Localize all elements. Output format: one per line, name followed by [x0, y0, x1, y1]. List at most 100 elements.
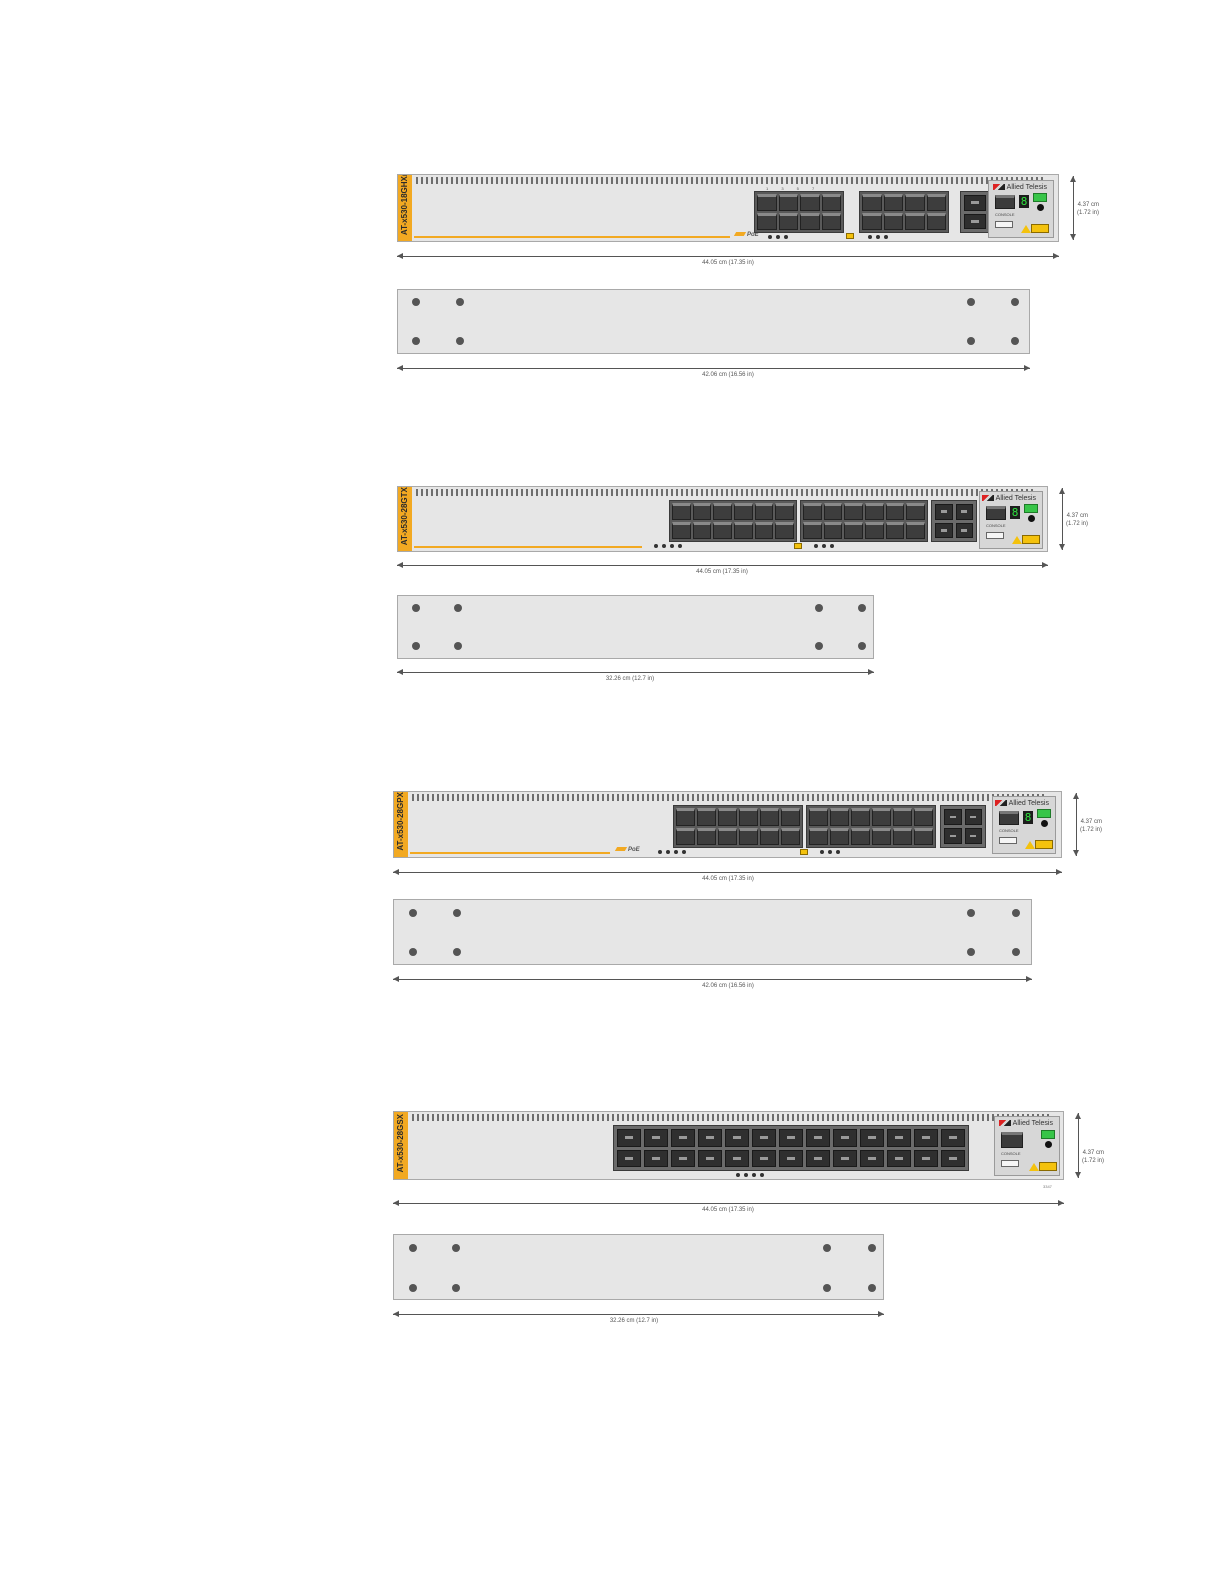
sfp-port[interactable] [964, 828, 982, 844]
reset-button[interactable] [1028, 515, 1035, 522]
rj45-port[interactable] [739, 827, 758, 845]
sfp-port[interactable] [914, 1129, 938, 1147]
rj45-port[interactable] [739, 808, 758, 826]
rj45-port[interactable] [862, 213, 882, 230]
sfp-port[interactable] [914, 1149, 938, 1167]
rj45-port[interactable] [775, 522, 794, 539]
rj45-port[interactable] [803, 503, 822, 520]
sfp-port[interactable] [671, 1129, 695, 1147]
rj45-port[interactable] [692, 503, 712, 520]
rj45-port[interactable] [800, 213, 820, 230]
rj45-port[interactable] [821, 213, 841, 230]
sfp-port[interactable] [671, 1149, 695, 1167]
rj45-port[interactable] [823, 503, 843, 520]
rj45-port[interactable] [676, 827, 695, 845]
rj45-port[interactable] [672, 503, 691, 520]
sfp-port[interactable] [752, 1129, 776, 1147]
sfp-port[interactable] [779, 1149, 803, 1167]
rj45-port[interactable] [697, 827, 716, 845]
usb-port[interactable] [999, 837, 1017, 844]
rj45-port[interactable] [885, 522, 905, 539]
rj45-port[interactable] [914, 808, 933, 826]
rj45-port[interactable] [844, 522, 863, 539]
sfp-port[interactable] [860, 1129, 884, 1147]
sfp-port[interactable] [944, 809, 962, 825]
rj45-port[interactable] [692, 522, 712, 539]
rj45-port[interactable] [883, 213, 903, 230]
sfp-port[interactable] [964, 213, 986, 229]
sfp-port[interactable] [941, 1149, 965, 1167]
usb-port[interactable] [995, 221, 1013, 228]
rj45-port[interactable] [823, 522, 843, 539]
rj45-port[interactable] [781, 827, 800, 845]
rj45-port[interactable] [803, 522, 822, 539]
sfp-port[interactable] [887, 1149, 911, 1167]
rj45-port[interactable] [718, 808, 737, 826]
rj45-port[interactable] [844, 503, 863, 520]
rj45-port[interactable] [733, 522, 753, 539]
rj45-port[interactable] [872, 827, 891, 845]
rj45-port[interactable] [713, 503, 732, 520]
sfp-port[interactable] [955, 522, 973, 538]
rj45-port[interactable] [864, 503, 884, 520]
rj45-port[interactable] [713, 522, 732, 539]
rj45-port[interactable] [775, 503, 794, 520]
console-port[interactable] [1001, 1132, 1023, 1148]
sfp-port[interactable] [833, 1129, 857, 1147]
sfp-port[interactable] [752, 1149, 776, 1167]
sfp-port[interactable] [617, 1129, 641, 1147]
rj45-port[interactable] [864, 522, 884, 539]
sfp-port[interactable] [779, 1129, 803, 1147]
usb-port[interactable] [986, 532, 1004, 539]
sfp-port[interactable] [964, 195, 986, 211]
rj45-port[interactable] [851, 808, 870, 826]
console-port[interactable] [995, 195, 1015, 209]
sfp-port[interactable] [887, 1129, 911, 1147]
rj45-port[interactable] [893, 827, 912, 845]
rj45-port[interactable] [905, 213, 925, 230]
sfp-port[interactable] [806, 1149, 830, 1167]
sfp-port[interactable] [935, 522, 953, 538]
sfp-port[interactable] [617, 1149, 641, 1167]
reset-button[interactable] [1037, 204, 1044, 211]
sfp-port[interactable] [833, 1149, 857, 1167]
rj45-port[interactable] [760, 808, 779, 826]
rj45-port[interactable] [778, 213, 798, 230]
rj45-port[interactable] [926, 194, 946, 211]
rj45-port[interactable] [760, 827, 779, 845]
rj45-port[interactable] [914, 827, 933, 845]
rj45-port[interactable] [781, 808, 800, 826]
rj45-port[interactable] [905, 194, 925, 211]
rj45-port[interactable] [697, 808, 716, 826]
rj45-port[interactable] [754, 503, 774, 520]
usb-port[interactable] [1001, 1160, 1019, 1167]
rj45-port[interactable] [872, 808, 891, 826]
sfp-port[interactable] [955, 504, 973, 520]
rj45-port[interactable] [862, 194, 882, 211]
sfp-port[interactable] [725, 1149, 749, 1167]
rj45-port[interactable] [893, 808, 912, 826]
reset-button[interactable] [1045, 1141, 1052, 1148]
rj45-port[interactable] [830, 827, 849, 845]
sfp-port[interactable] [644, 1149, 668, 1167]
sfp-port[interactable] [725, 1129, 749, 1147]
rj45-port[interactable] [926, 213, 946, 230]
rj45-port[interactable] [718, 827, 737, 845]
sfp-port[interactable] [941, 1129, 965, 1147]
sfp-port[interactable] [964, 809, 982, 825]
console-port[interactable] [999, 811, 1019, 825]
rj45-port[interactable] [757, 194, 777, 211]
rj45-port[interactable] [672, 522, 691, 539]
reset-button[interactable] [1041, 820, 1048, 827]
sfp-port[interactable] [935, 504, 953, 520]
rj45-port[interactable] [906, 503, 925, 520]
rj45-port[interactable] [851, 827, 870, 845]
rj45-port[interactable] [906, 522, 925, 539]
sfp-port[interactable] [860, 1149, 884, 1167]
sfp-port[interactable] [944, 828, 962, 844]
rj45-port[interactable] [883, 194, 903, 211]
rj45-port[interactable] [778, 194, 798, 211]
rj45-port[interactable] [800, 194, 820, 211]
rj45-port[interactable] [757, 213, 777, 230]
rj45-port[interactable] [676, 808, 695, 826]
